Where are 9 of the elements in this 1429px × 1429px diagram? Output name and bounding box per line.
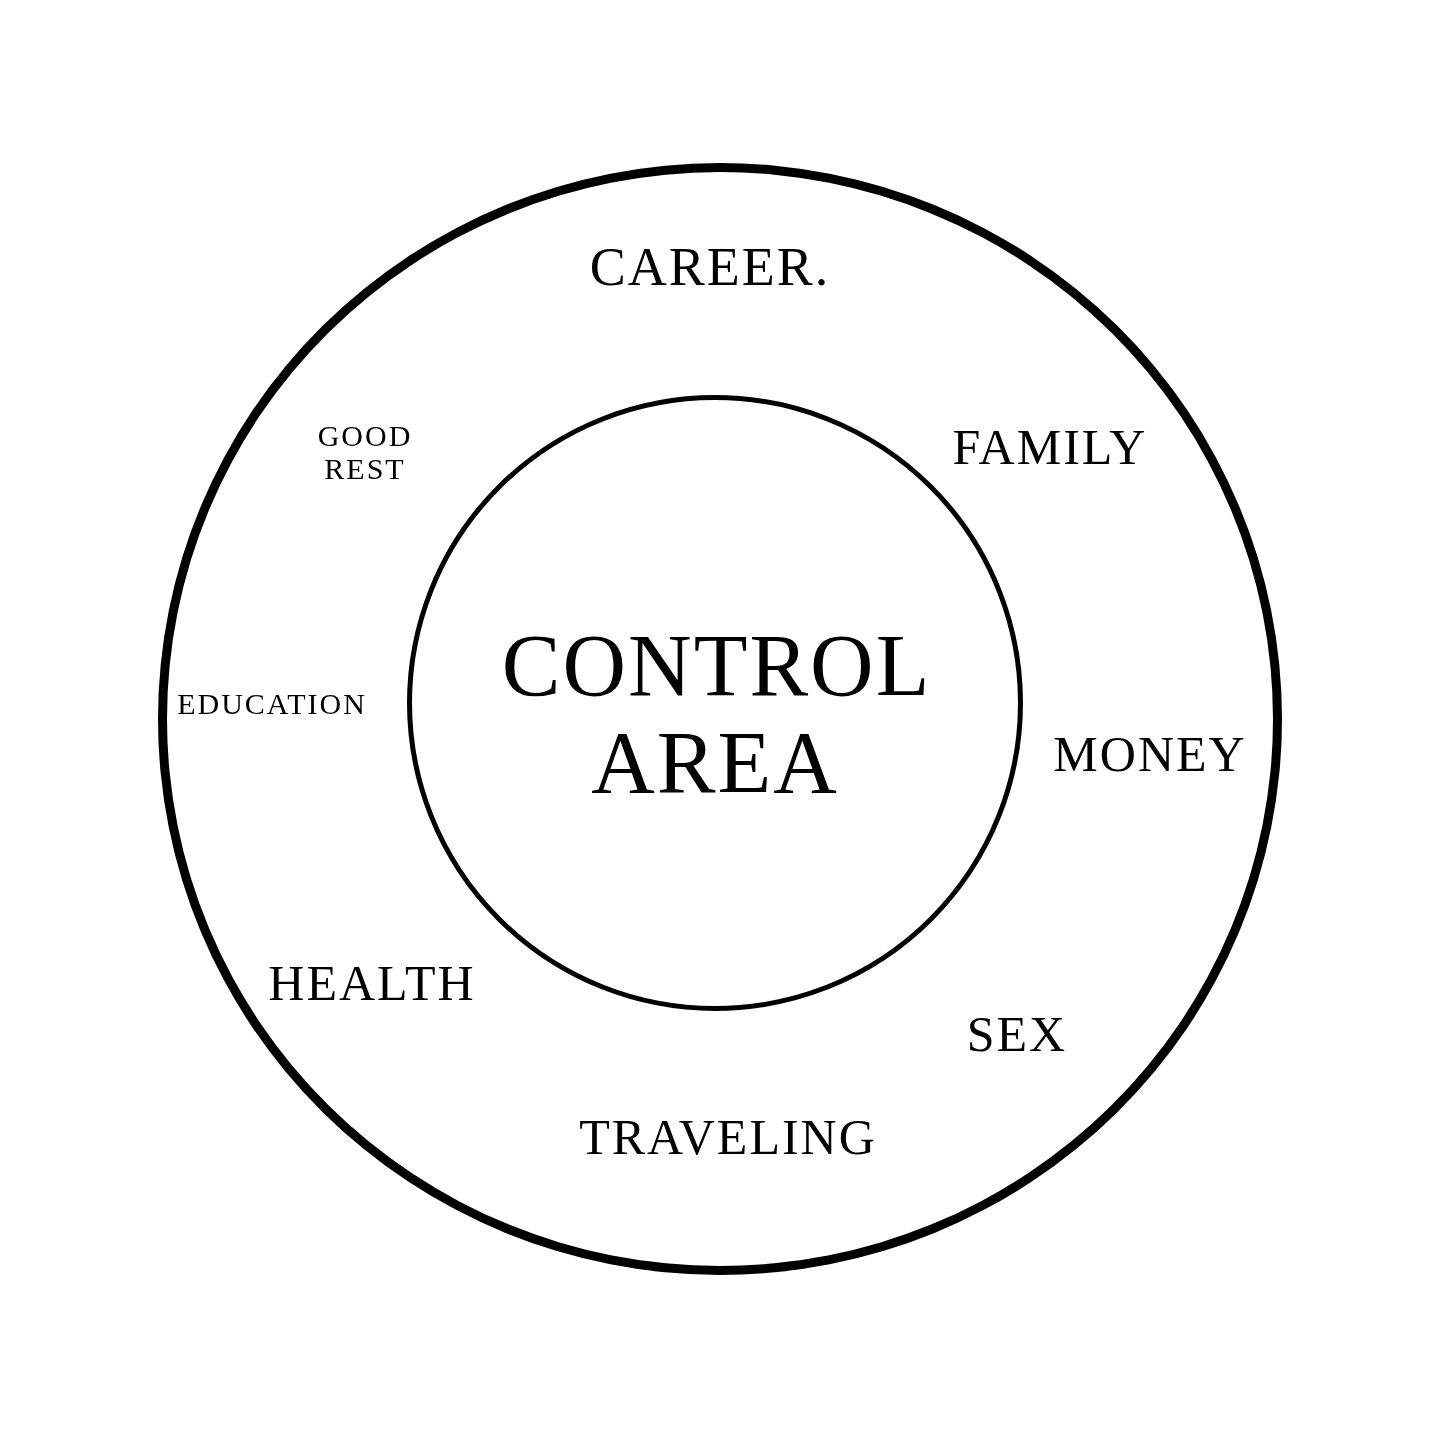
- area-label: FAMILY: [952, 419, 1148, 475]
- area-label: EDUCATION: [177, 686, 367, 720]
- area-label: HEALTH: [268, 955, 476, 1011]
- center-label: CONTROL AREA: [501, 618, 929, 812]
- area-label: CAREER.: [589, 238, 831, 298]
- area-label: TRAVELING: [579, 1109, 877, 1165]
- area-label: GOOD REST: [317, 419, 413, 485]
- area-label: MONEY: [1053, 726, 1247, 782]
- area-label: SEX: [966, 1006, 1068, 1062]
